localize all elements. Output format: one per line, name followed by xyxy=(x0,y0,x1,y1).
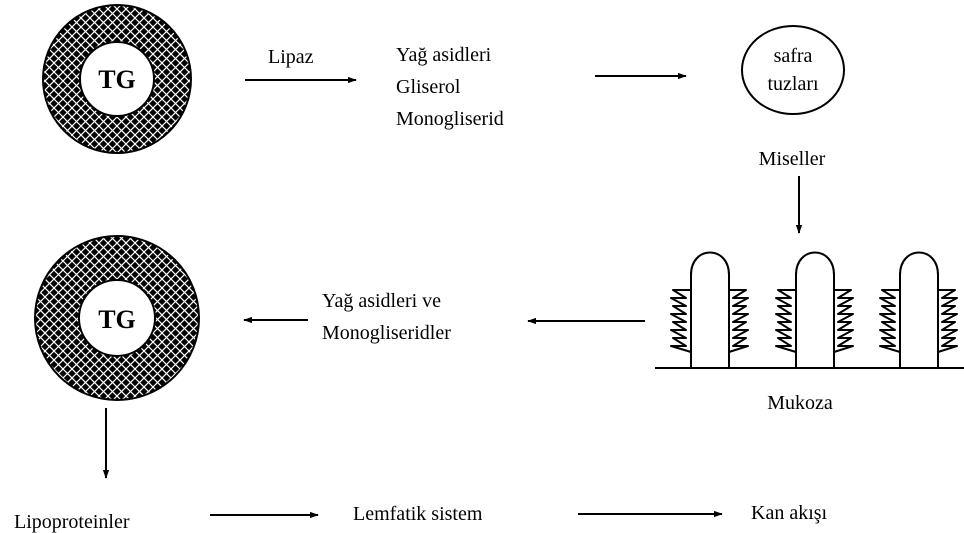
bile-salts-circle: safra tuzları xyxy=(741,25,845,115)
blood-flow-label: Kan akışı xyxy=(751,502,828,524)
fat-droplet-top: TG xyxy=(42,4,192,154)
bile-label-line1: safra xyxy=(774,45,813,67)
lipase-label: Lipaz xyxy=(268,46,314,68)
mucosa-villi xyxy=(655,251,964,369)
fat-droplet-bottom: TG xyxy=(34,235,200,401)
tg-label-bottom: TG xyxy=(98,305,136,334)
glycerol-label: Gliserol xyxy=(396,76,461,98)
absorbed-line2: Monogliseridler xyxy=(322,322,451,344)
monoglyceride-label: Monogliserid xyxy=(396,108,504,130)
mucosa-label: Mukoza xyxy=(767,392,833,414)
bile-label-line2: tuzları xyxy=(767,73,819,95)
absorbed-line1: Yağ asidleri ve xyxy=(322,290,441,312)
tg-label-top: TG xyxy=(98,65,136,94)
micelles-label: Miseller xyxy=(759,148,826,170)
absorbed-products: Yağ asidleri ve Monogliseridler xyxy=(322,290,451,344)
lymph-label: Lemfatik sistem xyxy=(353,503,483,525)
fatty-acids-label: Yağ asidleri xyxy=(396,44,492,66)
hydrolysis-products: Yağ asidleri Gliserol Monogliserid xyxy=(396,44,504,130)
lipoproteins-label: Lipoproteinler xyxy=(14,511,130,533)
